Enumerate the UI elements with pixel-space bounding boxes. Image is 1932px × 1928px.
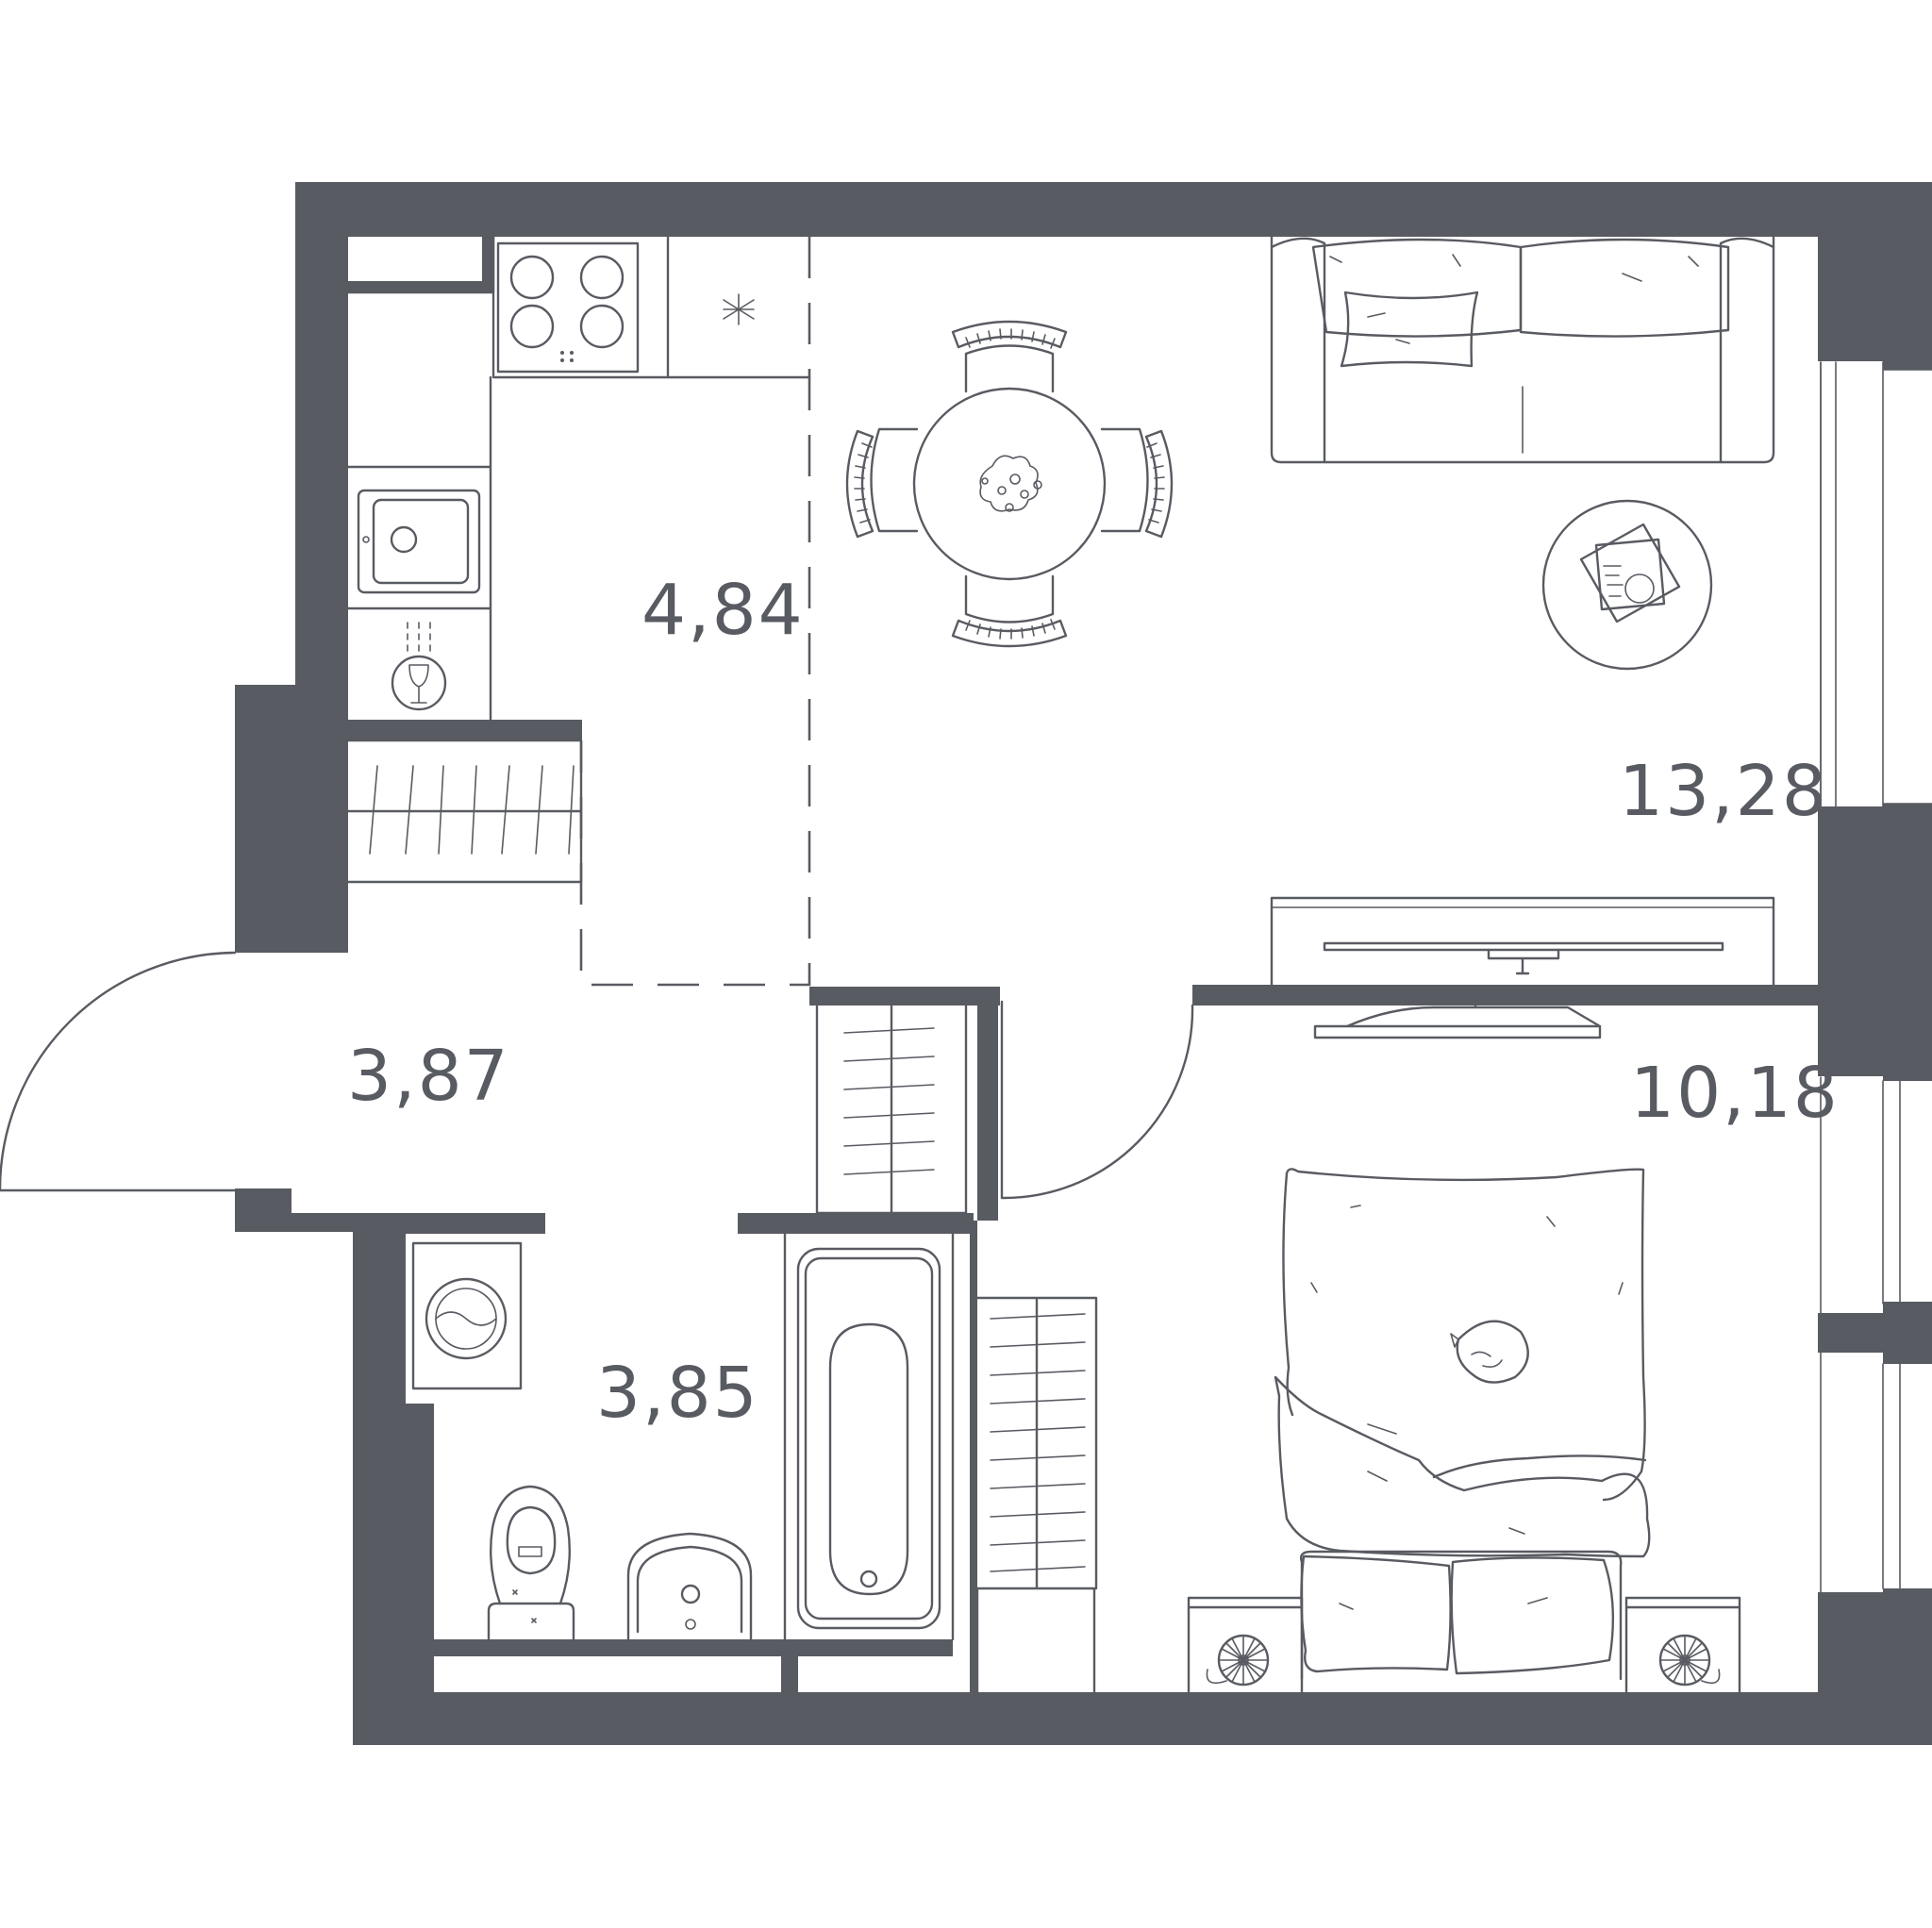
tv-icon: [1313, 941, 1724, 1039]
bathtub-icon: [783, 1232, 955, 1641]
wardrobe-icon: [815, 1004, 968, 1215]
sink-icon: [357, 489, 481, 594]
door-swing-icon: [1000, 1000, 1194, 1200]
washing-machine-icon: [411, 1241, 523, 1390]
kitchen-area-label: 4,84: [641, 570, 805, 651]
dining-chair-icon: [845, 320, 1174, 648]
bed-icon: [1274, 1168, 1651, 1681]
window-icon: [1820, 361, 1932, 1593]
coffee-table-icon: [1541, 499, 1713, 671]
dishwasher-icon: [391, 622, 447, 711]
cat-icon: [1450, 1320, 1529, 1384]
tv-stand-icon: [1270, 896, 1775, 987]
bathroom-area-label: 3,85: [596, 1353, 759, 1434]
room-labels: 4,84 13,28 3,87 10,18 3,85: [347, 570, 1840, 1434]
hallway-area-label: 3,87: [347, 1036, 510, 1117]
wardrobe-icon: [975, 1296, 1098, 1694]
stove-icon: [496, 241, 640, 374]
sofa-icon: [1270, 235, 1775, 464]
dining-table-icon: [912, 387, 1107, 581]
fridge-icon: [723, 293, 755, 325]
walls: [235, 182, 1932, 1745]
flowers-icon: [979, 455, 1042, 512]
bedroom-area-label: 10,18: [1630, 1053, 1840, 1134]
toilet-icon: [487, 1485, 575, 1641]
wardrobe-icon: [291, 739, 583, 884]
door-swing-icon: [0, 951, 237, 1192]
kitchen-cabinets: [346, 235, 811, 722]
nightstand-icon: [1187, 1596, 1741, 1694]
lamp-icon: [1206, 1634, 1721, 1687]
washbasin-icon: [626, 1532, 753, 1641]
living-room-area-label: 13,28: [1619, 751, 1828, 832]
